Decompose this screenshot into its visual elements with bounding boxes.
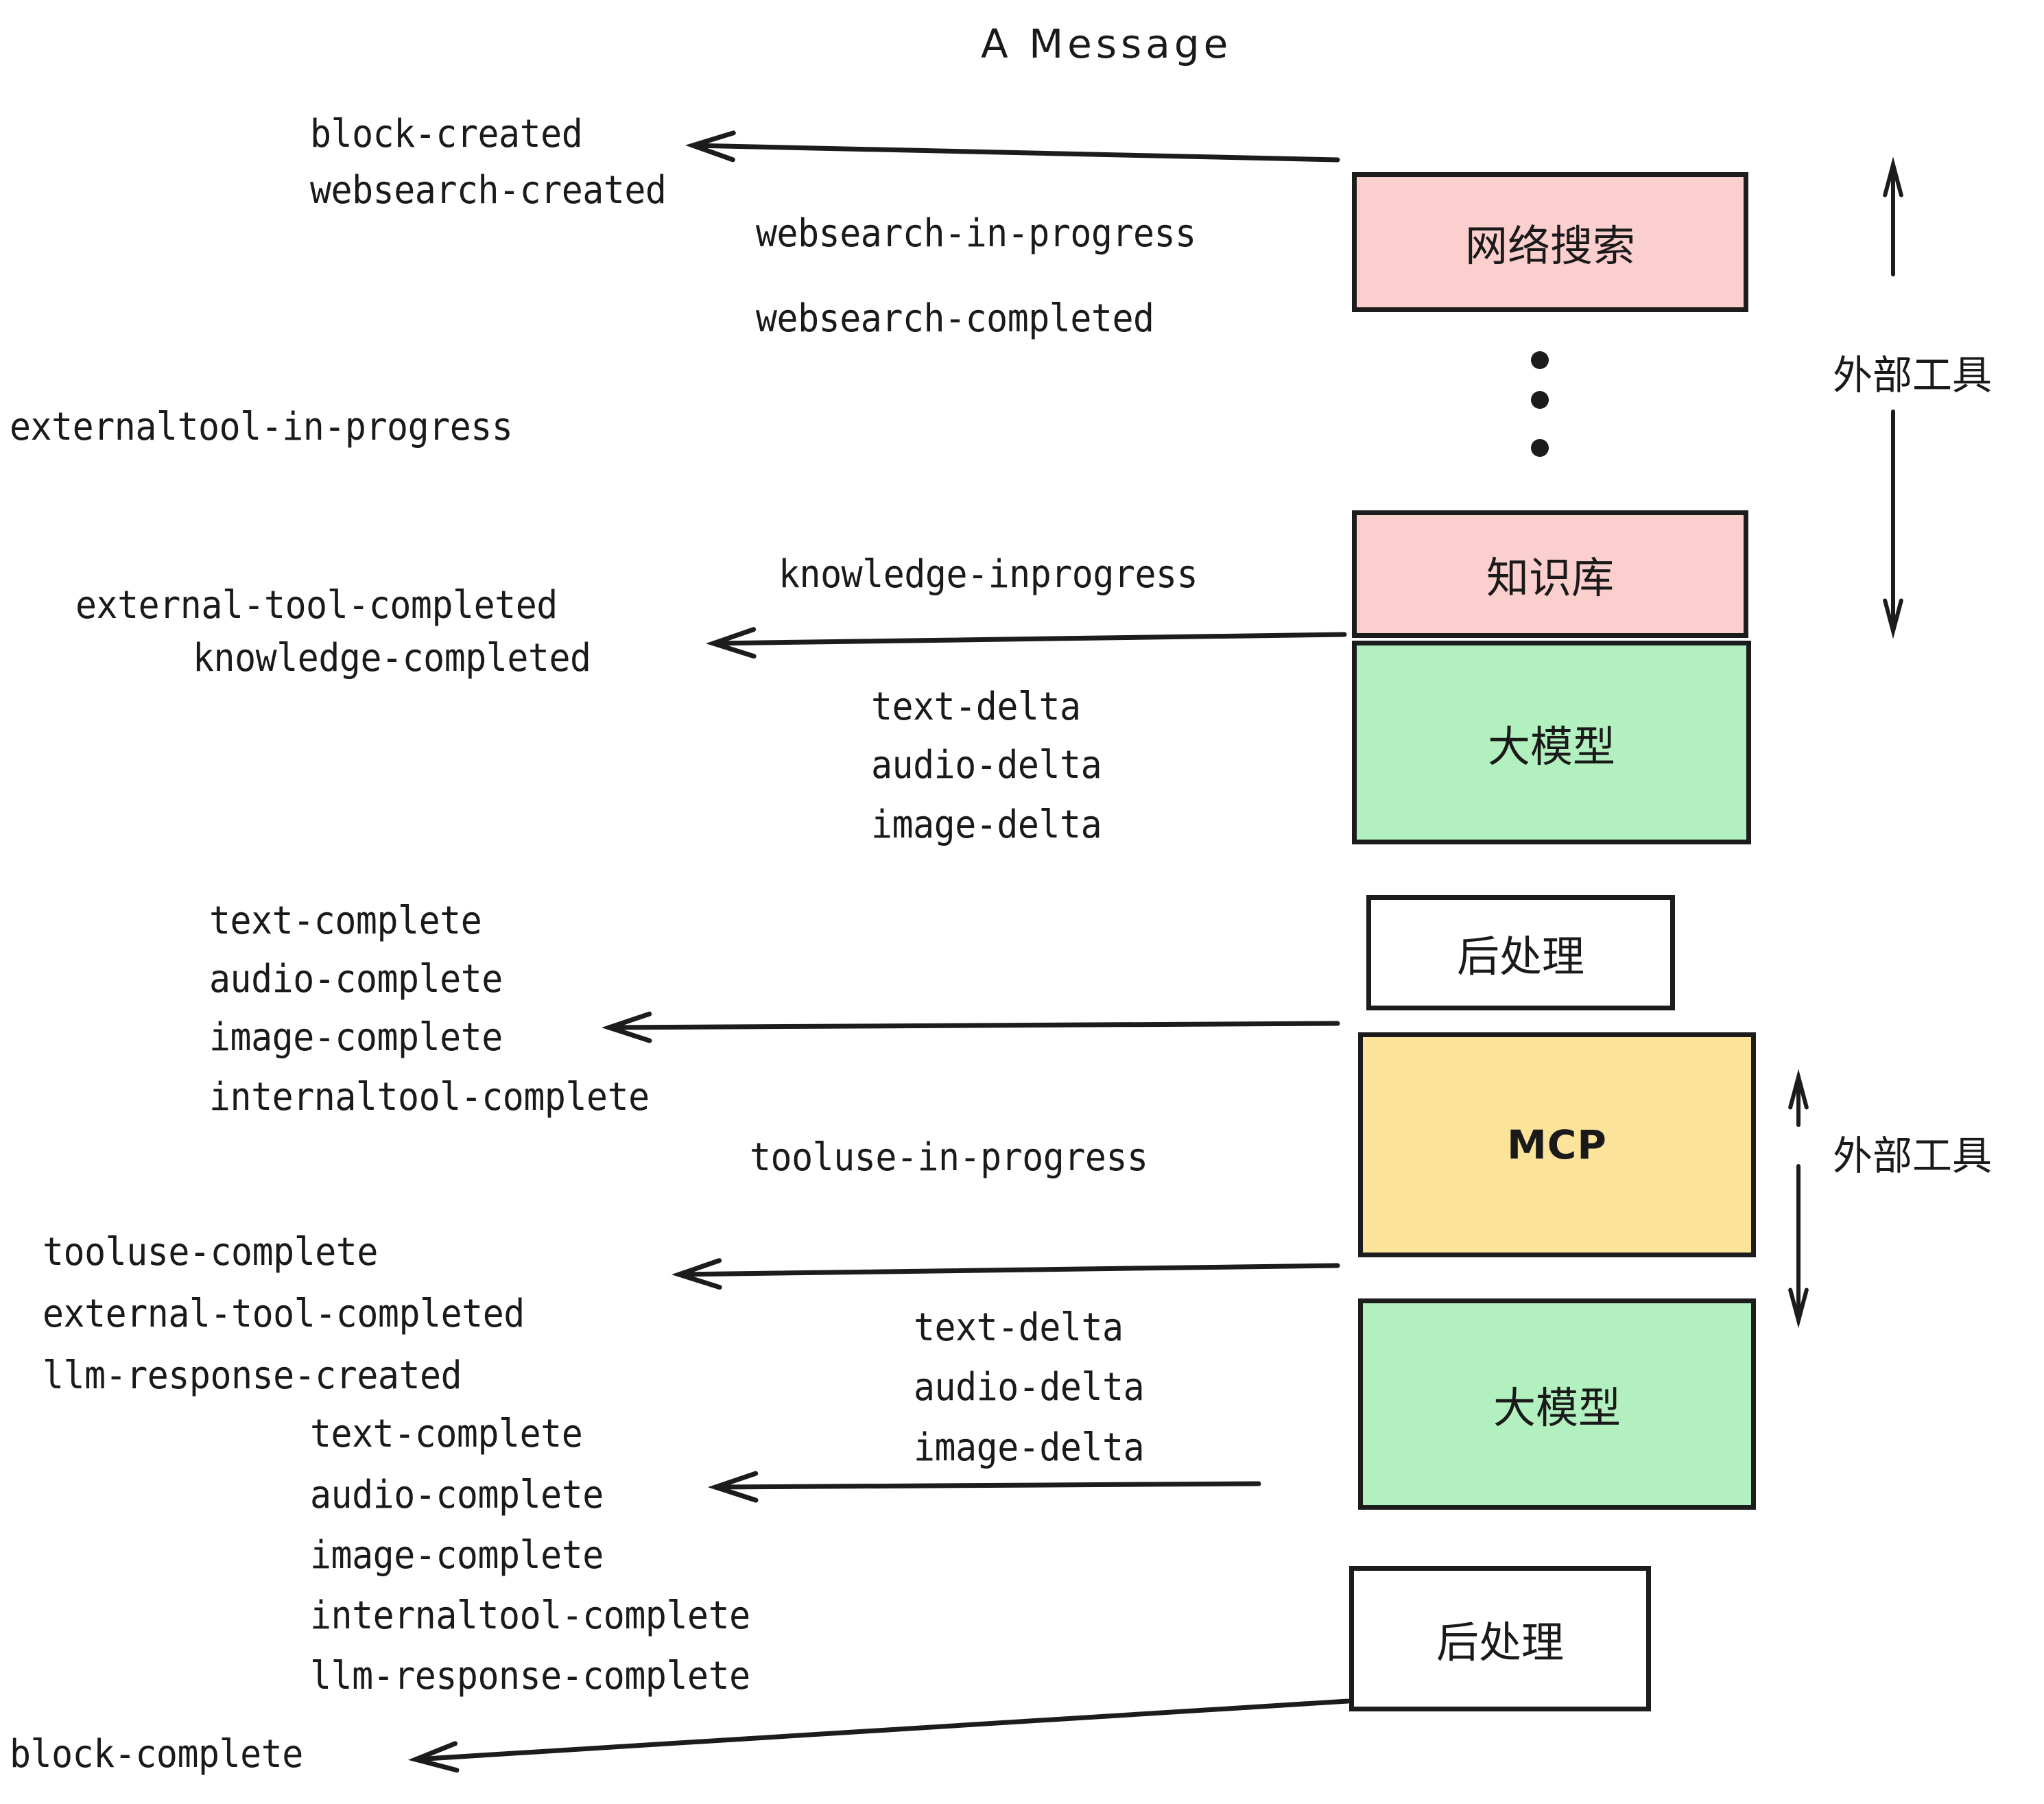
- arrow-head: [1788, 1069, 1809, 1110]
- event-label-tooluse-in-progress: tooluse-in-progress: [750, 1135, 1148, 1180]
- box-label: MCP: [1507, 1121, 1607, 1168]
- event-label-websearch-completed: websearch-completed: [756, 296, 1154, 341]
- box-label: 后处理: [1436, 1617, 1564, 1667]
- arrow-head: [1883, 156, 1903, 198]
- arrow-head: [671, 1258, 722, 1290]
- ellipsis-dot: [1531, 391, 1549, 409]
- box-knowledge: 知识库: [1352, 510, 1748, 638]
- scope-label-external-tools-bottom: 外部工具: [1833, 1132, 1993, 1179]
- arrow-head: [707, 1471, 759, 1503]
- event-label-image-complete-1: image-complete: [209, 1015, 503, 1060]
- arrow-line: [713, 1481, 1261, 1490]
- event-label-websearch-in-progress: websearch-in-progress: [756, 211, 1196, 256]
- event-label-audio-complete-2: audio-complete: [310, 1473, 604, 1517]
- box-label: 大模型: [1493, 1383, 1621, 1433]
- box-postprocess-bottom: 后处理: [1349, 1566, 1651, 1711]
- event-label-block-created: block-created: [310, 112, 583, 156]
- arrow-head: [1788, 1287, 1809, 1329]
- arrow-head: [685, 130, 736, 163]
- arrow-line: [690, 143, 1340, 163]
- arrow-head: [705, 627, 757, 659]
- box-mcp: MCP: [1358, 1032, 1756, 1257]
- event-label-image-complete-2: image-complete: [310, 1533, 604, 1578]
- event-label-knowledge-completed: knowledge-completed: [193, 636, 591, 680]
- event-label-audio-complete-1: audio-complete: [209, 957, 503, 1001]
- event-label-text-delta-1: text-delta: [871, 685, 1081, 729]
- event-label-knowledge-inprogress: knowledge-inprogress: [779, 552, 1198, 597]
- page-title: A Message: [981, 21, 1233, 67]
- box-llm-bottom: 大模型: [1358, 1298, 1756, 1510]
- event-label-tooluse-complete: tooluse-complete: [43, 1230, 378, 1274]
- arrow-line: [676, 1263, 1340, 1277]
- event-label-audio-delta-2: audio-delta: [914, 1365, 1145, 1410]
- event-label-internaltool-complete-2: internaltool-complete: [310, 1593, 750, 1638]
- box-label: 知识库: [1486, 553, 1614, 603]
- box-label: 网络搜索: [1464, 221, 1635, 271]
- event-label-text-complete-2: text-complete: [310, 1412, 583, 1456]
- event-label-text-complete-1: text-complete: [209, 899, 482, 943]
- box-label: 大模型: [1487, 721, 1615, 772]
- arrow-line: [711, 632, 1347, 646]
- arrow-line: [413, 1698, 1351, 1762]
- ellipsis-dot: [1531, 439, 1549, 457]
- event-label-external-tool-completed-1: external-tool-completed: [75, 583, 558, 628]
- ellipsis-dot: [1531, 351, 1549, 369]
- arrow-head: [601, 1011, 652, 1043]
- arrow-head: [1883, 598, 1903, 639]
- event-label-internaltool-complete-1: internaltool-complete: [209, 1075, 650, 1119]
- arrow-line: [606, 1021, 1340, 1030]
- event-label-image-delta-2: image-delta: [914, 1425, 1145, 1470]
- box-label: 后处理: [1456, 931, 1584, 982]
- event-label-externaltool-in-progress: externaltool-in-progress: [10, 405, 513, 449]
- event-label-websearch-created: websearch-created: [310, 168, 667, 213]
- event-label-image-delta-1: image-delta: [871, 803, 1102, 847]
- box-llm-top: 大模型: [1352, 641, 1751, 844]
- arrow-head: [407, 1741, 460, 1773]
- box-websearch: 网络搜索: [1352, 172, 1748, 312]
- event-label-llm-response-created: llm-response-created: [43, 1353, 462, 1398]
- event-label-external-tool-completed-2: external-tool-completed: [43, 1292, 525, 1336]
- event-label-text-delta-2: text-delta: [914, 1305, 1124, 1350]
- event-label-block-complete: block-complete: [10, 1732, 303, 1777]
- box-postprocess-top: 后处理: [1366, 895, 1675, 1010]
- event-label-llm-response-complete: llm-response-complete: [310, 1654, 750, 1698]
- event-label-audio-delta-1: audio-delta: [871, 743, 1102, 787]
- scope-label-external-tools-top: 外部工具: [1833, 352, 1993, 399]
